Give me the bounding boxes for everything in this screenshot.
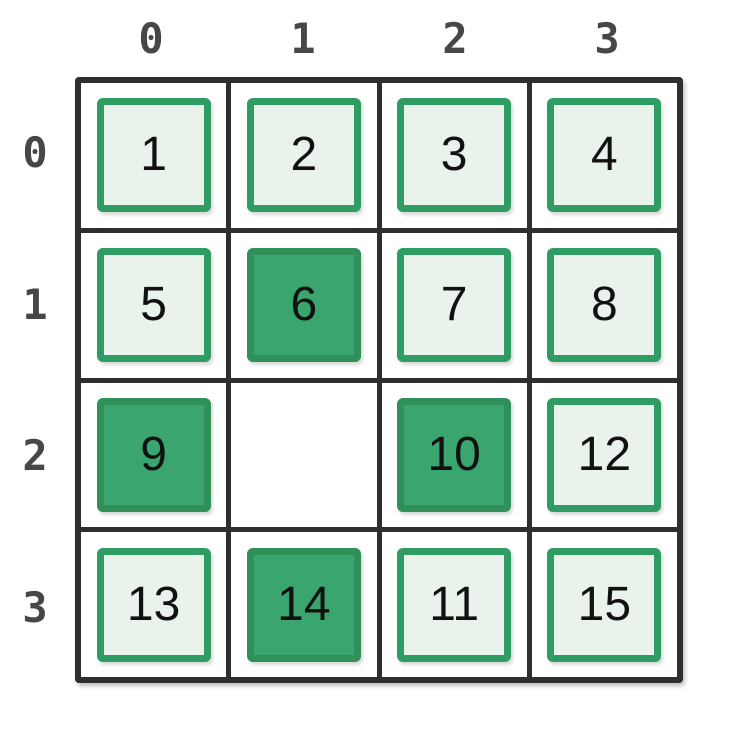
row-labels: 0 1 2 3 — [0, 77, 70, 683]
row-label-2: 2 — [22, 431, 48, 481]
column-label-1: 1 — [290, 13, 316, 63]
cell-r0-c3: 4 — [531, 83, 677, 228]
tile-8[interactable]: 8 — [547, 248, 662, 363]
cell-r1-c1: 6 — [231, 232, 377, 378]
tile-12[interactable]: 12 — [547, 397, 662, 512]
cell-r3-c2: 11 — [381, 532, 527, 677]
cell-r3-c1: 14 — [231, 532, 377, 677]
cell-r2-c0: 9 — [81, 382, 227, 528]
cell-r1-c0: 5 — [81, 232, 227, 378]
cell-r0-c1: 2 — [231, 83, 377, 228]
column-label-3: 3 — [594, 13, 620, 63]
column-label-0: 0 — [138, 13, 164, 63]
tile-11[interactable]: 11 — [397, 547, 512, 662]
tile-2[interactable]: 2 — [246, 98, 361, 213]
cell-r2-c3: 12 — [531, 382, 677, 528]
cell-r2-c2: 10 — [381, 382, 527, 528]
cell-r0-c0: 1 — [81, 83, 227, 228]
tile-13[interactable]: 13 — [96, 547, 211, 662]
cell-r1-c2: 7 — [381, 232, 527, 378]
tile-6[interactable]: 6 — [246, 248, 361, 363]
tile-1[interactable]: 1 — [96, 98, 211, 213]
cell-r3-c0: 13 — [81, 532, 227, 677]
column-label-2: 2 — [442, 13, 468, 63]
cell-r3-c3: 15 — [531, 532, 677, 677]
tile-3[interactable]: 3 — [397, 98, 512, 213]
row-label-0: 0 — [22, 128, 48, 178]
cell-r0-c2: 3 — [381, 83, 527, 228]
tile-9[interactable]: 9 — [96, 397, 211, 512]
tile-5[interactable]: 5 — [96, 248, 211, 363]
cell-r1-c3: 8 — [531, 232, 677, 378]
tile-4[interactable]: 4 — [547, 98, 662, 213]
tile-14[interactable]: 14 — [246, 547, 361, 662]
row-label-1: 1 — [22, 279, 48, 329]
tile-7[interactable]: 7 — [397, 248, 512, 363]
column-labels: 0 1 2 3 — [75, 8, 683, 68]
tile-10[interactable]: 10 — [397, 397, 512, 512]
row-label-3: 3 — [22, 582, 48, 632]
tile-15[interactable]: 15 — [547, 547, 662, 662]
empty-cell — [231, 382, 377, 528]
